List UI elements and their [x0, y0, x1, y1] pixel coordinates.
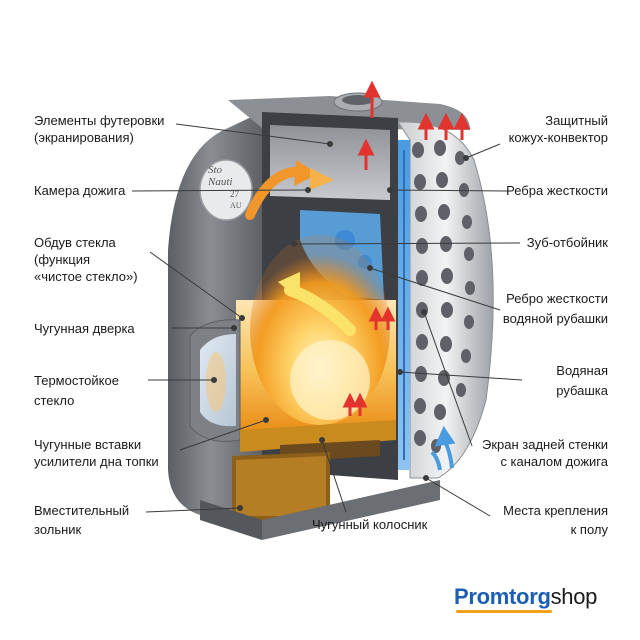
label-tooth-line-1: Зуб-отбойник: [526, 235, 608, 250]
label-ribs-line-1: Ребра жесткости: [506, 183, 608, 198]
badge-line-3: 27: [230, 189, 239, 199]
stove-badge-text: Sto Nauti 27 AU: [208, 164, 248, 212]
label-casing-line-2: кожух-конвектор: [508, 130, 608, 145]
label-ashpan-line-1: Вместительный: [34, 503, 130, 518]
label-door: Чугунная дверка: [34, 320, 135, 337]
label-glass: Термостойкое стекло: [34, 372, 119, 409]
label-afterburn-line-1: Камера дожига: [34, 183, 126, 198]
brand-part-2: shop: [550, 584, 598, 609]
flow-arrow-orange: [245, 166, 305, 220]
label-rear-screen-line-2: с каналом дожига: [500, 454, 608, 469]
label-inserts: Чугунные вставки усилители дна топки: [34, 436, 159, 470]
label-rear-screen: Экран задней стенки с каналом дожига: [482, 436, 608, 470]
label-water-jacket-line-1: Водяная: [556, 363, 608, 378]
label-water-rib-line-2: водяной рубашки: [502, 311, 608, 326]
afterburn-chamber: [270, 125, 390, 200]
label-water-jacket: Водяная рубашка: [556, 362, 608, 399]
stove-base: [200, 500, 262, 540]
bottom-inserts: [240, 420, 396, 452]
label-ribs: Ребра жесткости: [506, 182, 608, 199]
leader-lines: [131, 123, 523, 517]
label-ashpan: Вместительный зольник: [34, 502, 129, 538]
label-casing-line-1: Защитный: [545, 113, 608, 128]
label-glass-line-2: стекло: [34, 393, 75, 408]
label-grate-line-1: Чугунный колосник: [312, 517, 428, 532]
label-lining-line-2: (экранирования): [34, 130, 134, 145]
label-ashpan-line-2: зольник: [34, 522, 82, 537]
heat-arrows: [342, 80, 471, 416]
label-glass-blow-line-2: (функция: [34, 252, 90, 267]
label-mount-line-2: к полу: [570, 522, 608, 537]
label-casing: Защитный кожух-конвектор: [509, 112, 608, 146]
label-glass-blow-line-3: «чистое стекло»): [34, 269, 138, 284]
badge-line-1: Sto: [208, 164, 223, 176]
badge-line-2: Nauti: [208, 176, 233, 188]
label-door-line-1: Чугунная дверка: [34, 321, 135, 336]
label-lining: Элементы футеровки (экранирования): [34, 112, 164, 146]
label-mount-line-1: Места крепления: [503, 503, 608, 518]
label-tooth: Зуб-отбойник: [527, 234, 608, 251]
badge-line-4: AU: [230, 201, 242, 210]
label-water-rib-line-1: Ребро жесткости: [506, 291, 608, 306]
label-glass-line-1: Термостойкое: [34, 373, 119, 388]
brand-underline: [456, 610, 552, 613]
brand-part-1: Promtorg: [454, 584, 551, 609]
label-glass-blow: Обдув стекла (функция «чистое стекло»): [34, 234, 138, 285]
label-inserts-line-1: Чугунные вставки: [34, 437, 142, 452]
label-mount: Места крепления к полу: [503, 502, 608, 538]
label-water-rib: Ребро жесткости водяной рубашки: [503, 290, 608, 327]
label-water-jacket-line-2: рубашка: [556, 383, 608, 398]
label-grate: Чугунный колосник: [312, 516, 427, 533]
label-inserts-line-2: усилители дна топки: [34, 454, 159, 469]
brand-logo[interactable]: Promtorgshop: [454, 584, 597, 610]
label-rear-screen-line-1: Экран задней стенки: [481, 437, 608, 452]
label-glass-blow-line-1: Обдув стекла: [34, 235, 116, 250]
label-afterburn: Камера дожига: [34, 182, 125, 199]
label-lining-line-1: Элементы футеровки: [34, 113, 165, 128]
